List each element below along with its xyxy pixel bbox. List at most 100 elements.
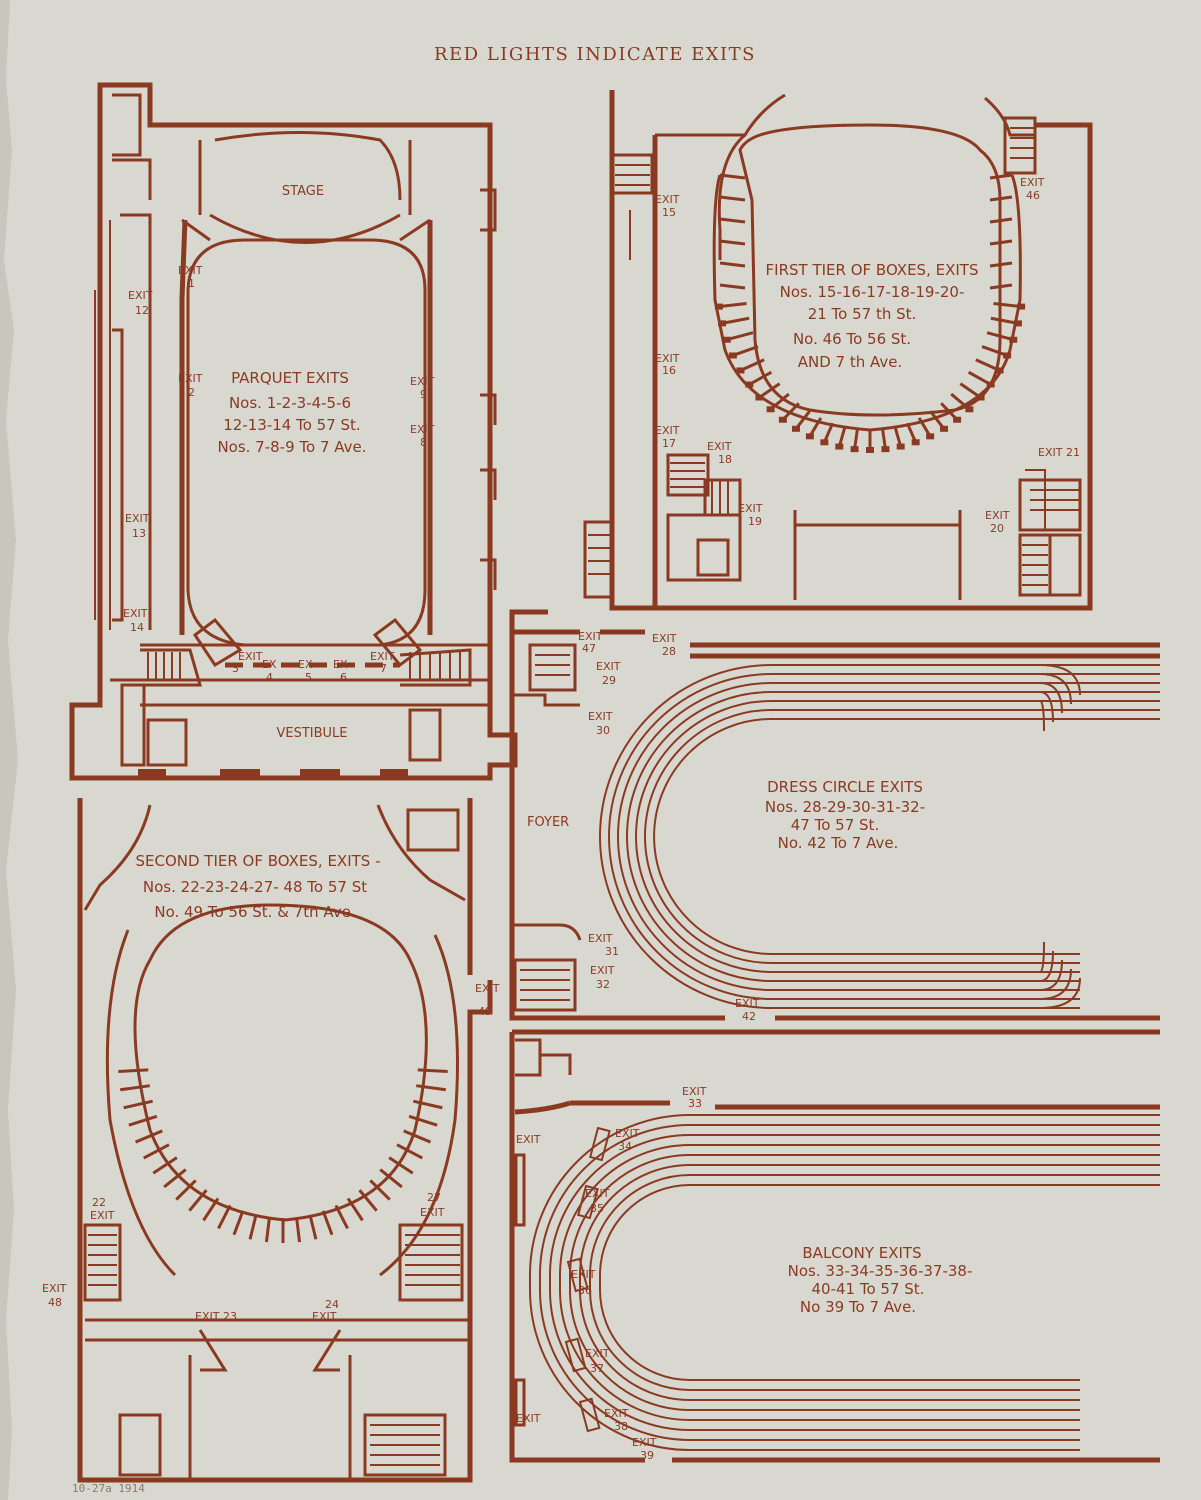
exit-number: 1 (188, 277, 195, 290)
box-divider (989, 195, 1013, 202)
box-light (995, 367, 1004, 374)
box-divider (202, 1197, 220, 1222)
box-divider (248, 1214, 258, 1240)
dress-circle-caption-title: DRESS CIRCLE EXITS (767, 778, 923, 796)
row-end (1039, 664, 1081, 696)
exit-number: 15 (662, 206, 676, 219)
box-divider (188, 1189, 208, 1212)
second-tier-caption-line: Nos. 22-23-24-27- 48 To 57 St (143, 878, 367, 896)
box-light (835, 443, 844, 450)
exit-label: EXIT (571, 1268, 596, 1281)
first-tier-caption-title: FIRST TIER OF BOXES, EXITS (766, 261, 979, 279)
exit-label: EXIT (588, 710, 613, 723)
balcony-caption-line: No 39 To 7 Ave. (800, 1298, 916, 1316)
box-light (986, 381, 995, 388)
box-divider (719, 261, 746, 268)
ex-label: EX (333, 658, 348, 671)
exit-label: EXIT (596, 660, 621, 673)
exit-number: 2 (188, 386, 195, 399)
parquet-plan: STAGE VESTIBULE PARQUET EXITS Nos. 1-2-3… (69, 82, 518, 781)
box-divider (719, 239, 746, 246)
row-line (599, 1184, 1160, 1381)
exit-label: EXIT (604, 1407, 629, 1420)
exit-label: EXIT (738, 502, 763, 515)
box-divider (893, 426, 903, 447)
first-tier-caption-line: No. 46 To 56 St. (793, 330, 911, 348)
box-divider (264, 1217, 271, 1243)
row-line (549, 1134, 1160, 1431)
exit-number: 48 (48, 1296, 62, 1309)
box-divider (379, 1168, 403, 1189)
box-light (1003, 352, 1012, 359)
exit-number: 36 (578, 1284, 592, 1297)
box-divider (142, 1143, 170, 1160)
balcony-box-marks (564, 1126, 611, 1433)
box-divider (853, 429, 859, 450)
exit-label: EXIT (585, 1187, 610, 1200)
box-light (940, 425, 949, 432)
balcony-caption-line: 40-41 To 57 St. (812, 1280, 925, 1298)
box-divider (295, 1217, 302, 1243)
row-end (1039, 968, 1072, 1000)
exit-number: 19 (748, 515, 762, 528)
row-end (1039, 700, 1045, 732)
box-light (850, 446, 859, 453)
parquet-caption-line: Nos. 1-2-3-4-5-6 (229, 394, 351, 412)
box-divider (981, 345, 1008, 357)
exit-label: EXIT (238, 650, 263, 663)
box-divider (993, 301, 1022, 309)
exit-label: EXIT (682, 1085, 707, 1098)
exit-number: 47 (582, 642, 596, 655)
box-divider (232, 1210, 245, 1236)
box-divider (986, 331, 1014, 342)
torn-edge (0, 0, 18, 1500)
box-divider (123, 1099, 154, 1110)
box-divider (989, 261, 1013, 268)
box-divider (346, 1197, 364, 1222)
exit-label: EXIT (125, 512, 150, 525)
balcony-caption-line: Nos. 33-34-35-36-37-38- (788, 1262, 973, 1280)
exit-label: EXIT (655, 193, 680, 206)
exit-label: EXIT (652, 632, 677, 645)
box-divider (403, 1129, 432, 1144)
box-divider (175, 1179, 197, 1201)
exit-number: 13 (132, 527, 146, 540)
exit-number: 27 (427, 1191, 441, 1204)
exit-number: 34 (618, 1140, 632, 1153)
box-divider (415, 1084, 447, 1092)
exit-number: 3 (232, 662, 239, 675)
exit-number: 32 (596, 978, 610, 991)
exit-number: 7 (380, 662, 387, 675)
box-divider (163, 1168, 187, 1189)
row-end (1039, 691, 1054, 723)
dress-circle-caption-line: 47 To 57 St. (791, 816, 879, 834)
second-tier-plan: SECOND TIER OF BOXES, EXITS - Nos. 22-23… (42, 798, 500, 1483)
box-divider (119, 1084, 151, 1092)
parquet-caption-line: 12-13-14 To 57 St. (223, 416, 360, 434)
exit-number: 14 (130, 621, 144, 634)
box-divider (388, 1156, 414, 1175)
box-divider (358, 1189, 378, 1212)
row-line (608, 673, 1160, 1000)
exit-label: EXIT (578, 630, 603, 643)
exit-label: EXIT (128, 289, 153, 302)
dress-circle-plan: FOYER DRESS CIRCLE EXITS Nos. 28-29-30-3… (509, 609, 1160, 1023)
box-divider (917, 417, 932, 438)
row-line (644, 709, 1160, 964)
box-divider (718, 301, 747, 309)
row-line (579, 1164, 1160, 1401)
vestibule-label: VESTIBULE (276, 726, 347, 741)
row-line (635, 700, 1160, 973)
box-divider (989, 283, 1013, 290)
box-divider (118, 1068, 149, 1073)
exit-label: EXIT (178, 264, 203, 277)
box-light (805, 433, 814, 440)
box-divider (822, 422, 835, 443)
box-divider (152, 1156, 178, 1175)
exit-label: EXIT (985, 509, 1010, 522)
box-light (714, 303, 723, 310)
balcony-rows (529, 1114, 1160, 1451)
row-line (539, 1124, 1160, 1441)
box-divider (334, 1204, 349, 1230)
box-divider (905, 422, 918, 443)
